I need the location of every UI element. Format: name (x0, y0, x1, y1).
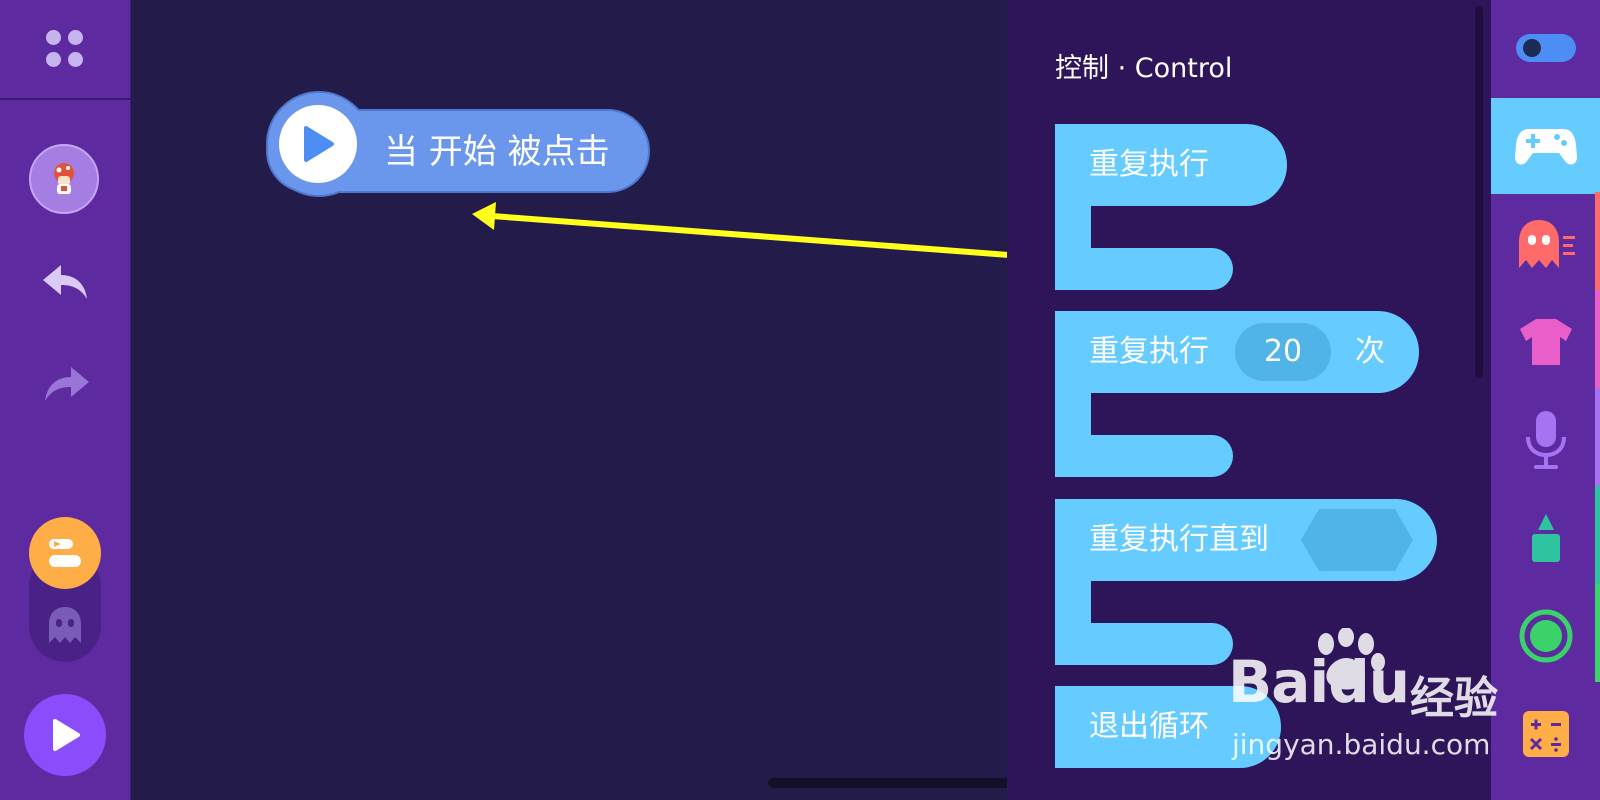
repeat-until-block[interactable]: 重复执行直到 (1055, 499, 1445, 665)
palette-scrollbar[interactable] (1475, 6, 1483, 378)
redo-button[interactable] (40, 364, 94, 404)
block-label: 重复执行直到 (1089, 522, 1269, 557)
sensing-category[interactable] (1491, 588, 1600, 684)
undo-icon (43, 265, 87, 299)
pen-icon (1531, 514, 1560, 562)
sound-category[interactable] (1491, 392, 1600, 488)
calculator-icon (1522, 711, 1569, 757)
redo-icon (45, 367, 89, 401)
condition-slot[interactable] (1301, 509, 1413, 571)
watermark-url: jingyan.baidu.com (1232, 728, 1491, 761)
tshirt-icon (1519, 319, 1572, 365)
play-triangle-icon (304, 126, 334, 162)
block-suffix: 次 (1355, 334, 1385, 369)
palette-title: 控制 · Control (1055, 53, 1233, 84)
hat-block-label: 当 开始 被点击 (384, 132, 610, 172)
toggle-icon (1515, 34, 1576, 62)
when-start-clicked-block[interactable]: 当 开始 被点击 (266, 91, 650, 201)
block-palette[interactable]: 控制 · Control 重复执行 重复执行 20 次 重复执行直到 退出循环 (1007, 0, 1491, 800)
costume-category[interactable] (1491, 294, 1600, 390)
break-loop-block[interactable]: 退出循环 (1055, 686, 1281, 768)
circle-icon (1519, 609, 1572, 663)
start-flag-icon (279, 105, 357, 183)
repeat-forever-block[interactable]: 重复执行 (1055, 124, 1355, 290)
sprite-avatar[interactable] (29, 144, 99, 214)
block-label: 重复执行 (1089, 147, 1209, 182)
workspace-scroll-handle[interactable] (768, 778, 1148, 788)
ghost-mode-button[interactable] (40, 600, 90, 650)
baidu-watermark: Baidu 经验 jingyan.baidu.com (1228, 628, 1528, 778)
c-block-foot (1055, 623, 1233, 665)
repeat-times-block[interactable]: 重复执行 20 次 (1055, 311, 1435, 477)
left-sidebar (0, 0, 131, 800)
run-button[interactable] (24, 694, 106, 776)
repeat-count-input[interactable]: 20 (1235, 323, 1331, 381)
category-stripe (1595, 388, 1600, 486)
category-stripe (1595, 290, 1600, 388)
microphone-icon (1525, 411, 1566, 469)
sprite-character-icon (54, 163, 74, 194)
watermark-brand-cn: 经验 (1410, 673, 1498, 724)
c-block-foot (1055, 248, 1233, 290)
block-label: 退出循环 (1089, 709, 1209, 744)
ghost-icon (49, 607, 81, 643)
pen-category[interactable] (1491, 490, 1600, 586)
category-stripe (1595, 584, 1600, 682)
c-block-top (1055, 124, 1287, 206)
gamepad-icon (1514, 129, 1577, 165)
grid-menu-icon[interactable] (46, 30, 86, 70)
events-category[interactable] (1491, 98, 1600, 194)
category-bar (1491, 0, 1600, 800)
undo-button[interactable] (38, 262, 92, 302)
code-mode-button[interactable] (29, 517, 101, 589)
block-label: 重复执行 (1089, 334, 1209, 369)
category-stripe (1595, 486, 1600, 584)
play-icon (53, 719, 80, 751)
operators-category[interactable] (1491, 686, 1600, 782)
paw-logo-icon (1318, 628, 1385, 690)
category-stripe (1595, 192, 1600, 290)
c-block-foot (1055, 435, 1233, 477)
looks-category[interactable] (1491, 196, 1600, 292)
toggle-category[interactable] (1491, 0, 1600, 96)
code-workspace[interactable] (130, 0, 1148, 800)
watermark-brand: Baidu (1228, 648, 1410, 716)
ghost-icon (1518, 220, 1575, 268)
sidebar-divider (0, 98, 130, 100)
code-blocks-icon (49, 539, 81, 567)
